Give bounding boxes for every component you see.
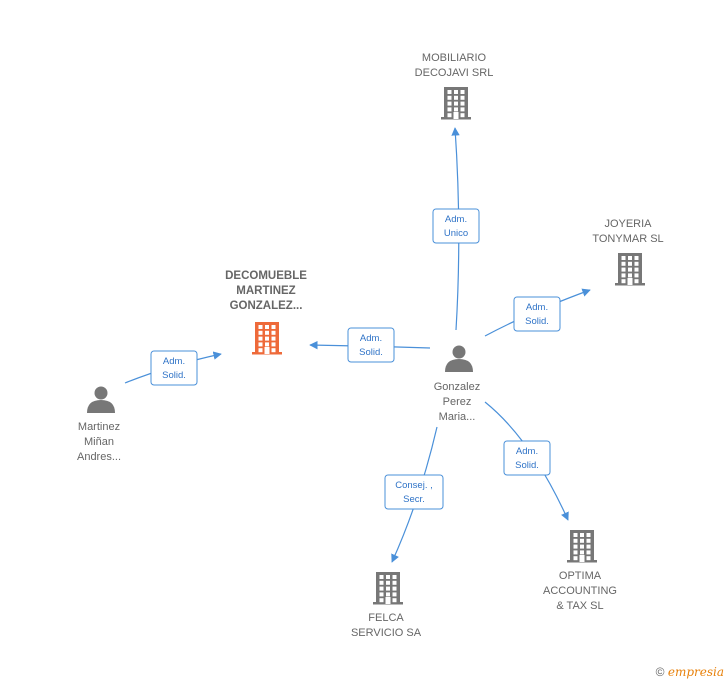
edge-label-text: Consej. , [395, 480, 433, 491]
node-joyeria[interactable]: JOYERIA TONYMAR SL [592, 218, 664, 286]
node-label: JOYERIA [604, 218, 652, 230]
edge-label-text: Solid. [359, 347, 383, 358]
node-label: ACCOUNTING [543, 585, 617, 597]
node-label: Gonzalez [434, 381, 480, 393]
node-label: Miñan [84, 436, 114, 448]
node-center[interactable]: GonzalezPerezMaria... [434, 345, 480, 424]
node-label: & TAX SL [556, 600, 603, 612]
edge-center-optima: Adm. Solid. [484, 401, 569, 521]
edge-label-box [432, 208, 480, 244]
node-label: FELCA [368, 612, 404, 624]
node-martinez[interactable]: MartinezMiñanAndres... [77, 386, 121, 464]
building-icon[interactable] [441, 87, 471, 120]
edge-label-box [384, 474, 444, 510]
edges-layer: Adm.UnicoAdm.Solid.Adm.Solid.Adm.Solid.C… [124, 127, 591, 563]
node-label: Andres... [77, 451, 121, 463]
edge-label-text: Unico [444, 228, 468, 239]
node-decomueble[interactable]: DECOMUEBLE MARTINEZ GONZALEZ... [225, 270, 307, 355]
edge-label-text: Secr. [403, 494, 425, 505]
edge-label-box [150, 350, 198, 386]
node-label: DECOMUEBLE [225, 270, 307, 282]
edge-label-text: Adm. [526, 302, 548, 313]
node-label: MOBILIARIO [422, 52, 487, 64]
brand-logo: empresia [667, 665, 724, 679]
node-label: GONZALEZ... [230, 300, 303, 312]
building-icon[interactable] [567, 530, 597, 563]
node-label: OPTIMA [559, 570, 602, 582]
node-label: Perez [443, 396, 472, 408]
edge-label-text: Adm. [516, 446, 538, 457]
edge-center-mobiliario: Adm. Unico [432, 127, 480, 331]
person-icon[interactable] [87, 386, 115, 414]
edge-label-text: Adm. [163, 356, 185, 367]
node-optima[interactable]: OPTIMA ACCOUNTING & TAX SL [543, 530, 617, 612]
edge-label-box [347, 327, 395, 363]
building-icon[interactable] [252, 322, 282, 355]
edge-martinez-decomueble: Adm. Solid. [124, 350, 222, 386]
edge-center-decomueble: Adm. Solid. [309, 327, 431, 363]
edge-label-text: Adm. [360, 333, 382, 344]
node-label: Maria... [439, 411, 476, 423]
building-icon[interactable] [373, 572, 403, 605]
edge-label-text: Solid. [515, 460, 539, 471]
edge-label-text: Solid. [162, 370, 186, 381]
copyright-symbol: © [655, 665, 665, 679]
edge-label-box [513, 296, 561, 332]
edge-label-text: Solid. [525, 316, 549, 327]
edge-label-text: Adm. [445, 214, 467, 225]
node-label: SERVICIO SA [351, 627, 422, 639]
edge-label-box [503, 440, 551, 476]
person-icon[interactable] [445, 345, 473, 373]
node-mobiliario[interactable]: MOBILIARIO DECOJAVI SRL [415, 52, 494, 120]
node-label: DECOJAVI SRL [415, 67, 494, 79]
building-icon[interactable] [615, 253, 645, 286]
watermark: © empresia [656, 665, 724, 679]
node-label: Martinez [78, 421, 120, 433]
node-label: TONYMAR SL [592, 233, 663, 245]
node-felca[interactable]: FELCA SERVICIO SA [351, 572, 422, 639]
edge-center-joyeria: Adm. Solid. [484, 288, 591, 337]
edge-center-felca: Consej. , Secr. [384, 426, 444, 563]
node-label: MARTINEZ [236, 285, 295, 297]
